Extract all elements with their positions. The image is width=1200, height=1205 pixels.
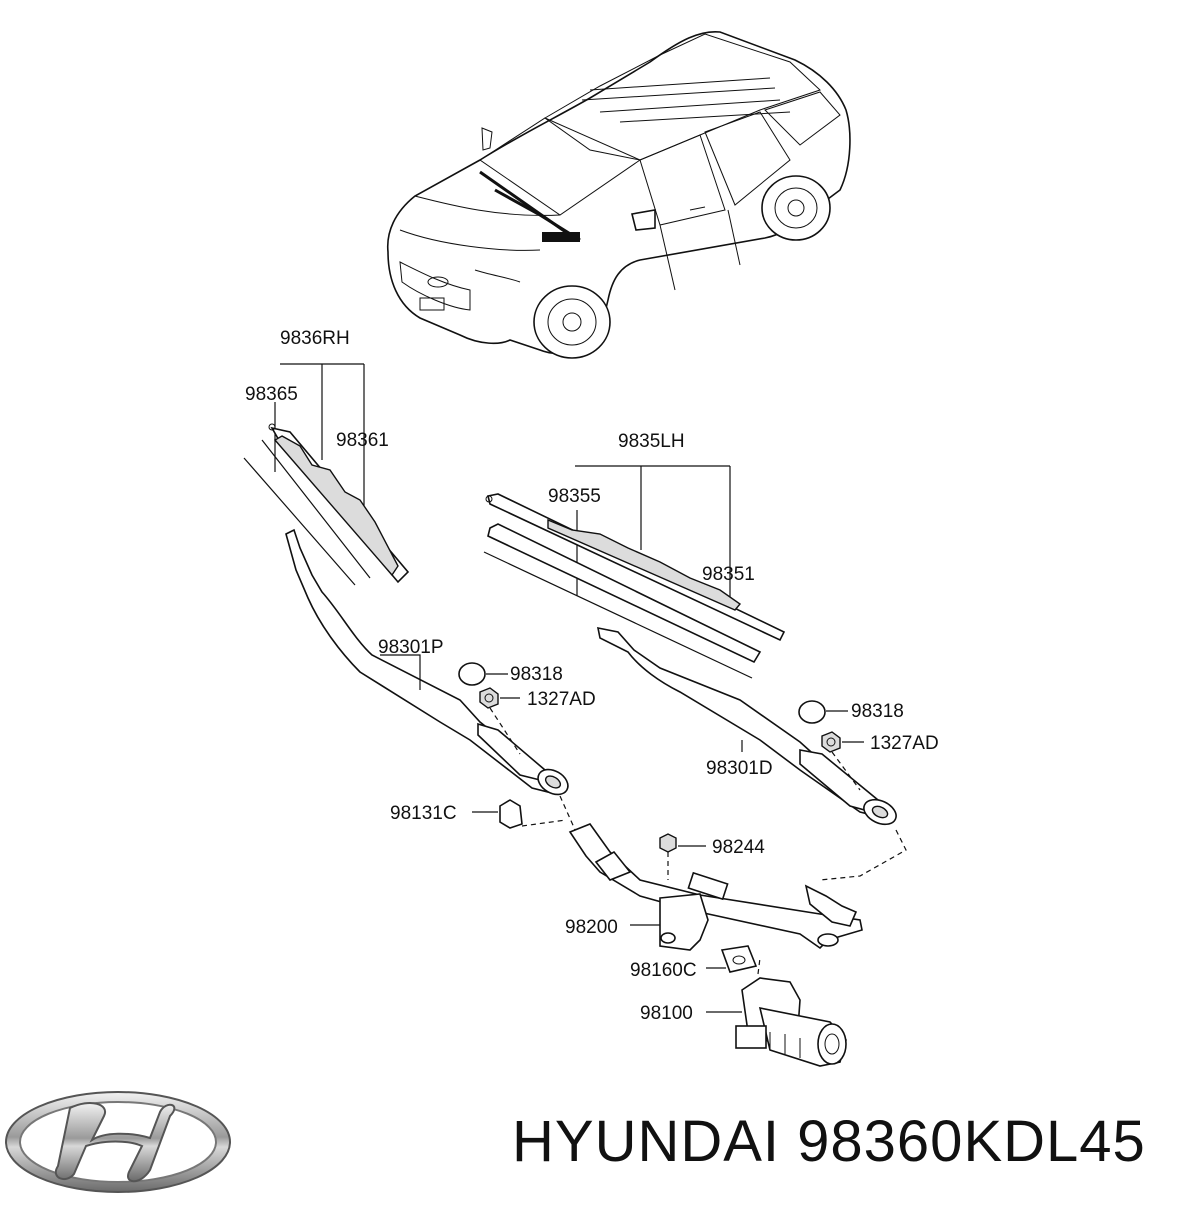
wiper-linkage bbox=[568, 823, 863, 951]
arm-driver bbox=[596, 626, 897, 826]
label-98200: 98200 bbox=[565, 917, 618, 938]
nut-linkage bbox=[659, 833, 706, 880]
label-98318-left: 98318 bbox=[851, 701, 904, 722]
label-9835lh: 9835LH bbox=[618, 431, 685, 452]
nut-right bbox=[479, 687, 521, 755]
part-number: 98360KDL45 bbox=[797, 1109, 1146, 1174]
label-98301d: 98301D bbox=[706, 758, 773, 779]
pivot-link-right bbox=[559, 795, 577, 833]
label-98301p: 98301P bbox=[378, 637, 444, 658]
arm-passenger bbox=[285, 528, 569, 796]
label-98365: 98365 bbox=[245, 384, 298, 405]
cap-left bbox=[798, 700, 848, 724]
car-illustration bbox=[386, 30, 851, 359]
label-98131c: 98131C bbox=[390, 803, 457, 824]
hyundai-logo-icon bbox=[5, 1091, 231, 1193]
label-98361: 98361 bbox=[336, 430, 389, 451]
grommet bbox=[706, 945, 758, 973]
label-98100: 98100 bbox=[640, 1003, 693, 1024]
pivot-cap bbox=[472, 799, 567, 829]
label-98244: 98244 bbox=[712, 837, 765, 858]
label-9836rh: 9836RH bbox=[280, 328, 350, 349]
label-98160c: 98160C bbox=[630, 960, 697, 981]
label-98351: 98351 bbox=[702, 564, 755, 585]
nut-left bbox=[821, 731, 864, 791]
brand-name: HYUNDAI bbox=[512, 1109, 781, 1174]
lh-blade-group bbox=[483, 465, 786, 679]
rh-blade-group bbox=[243, 363, 410, 586]
label-1327ad-left: 1327AD bbox=[870, 733, 939, 754]
pivot-link-left bbox=[819, 829, 907, 881]
cap-right bbox=[458, 662, 508, 686]
footer-part-title: HYUNDAI 98360KDL45 bbox=[512, 1108, 1146, 1175]
label-1327ad-right: 1327AD bbox=[527, 689, 596, 710]
label-98355: 98355 bbox=[548, 486, 601, 507]
wiper-motor bbox=[706, 957, 847, 1067]
label-98318-right: 98318 bbox=[510, 664, 563, 685]
